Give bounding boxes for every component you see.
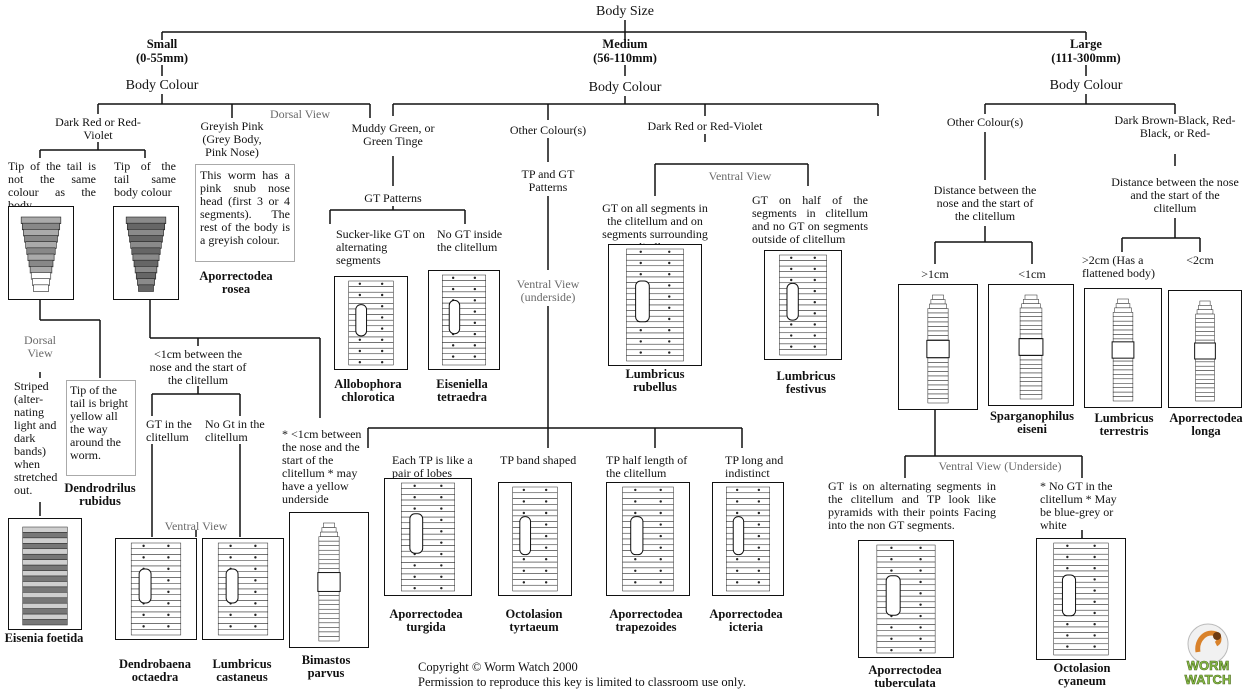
- longa-image: [1168, 290, 1242, 408]
- medium-other: Other Colour(s): [509, 123, 587, 137]
- cyaneum-name: Octolasion cyaneum: [1053, 661, 1111, 688]
- root-title: Body Size: [596, 4, 654, 19]
- rosea-description-box: This worm has a pink snub nose head (fir…: [195, 164, 295, 262]
- cyaneum-image: [1036, 538, 1126, 660]
- medium-ventral-under: Ventral View (underside): [516, 277, 580, 304]
- turgida-image: [384, 478, 472, 596]
- festivus-name: Lumbricus festivus: [776, 369, 836, 396]
- tp-half: TP half length of the clitellum: [606, 453, 688, 480]
- small-tip-not-same: Tip of the tail is not the same colour a…: [8, 159, 96, 212]
- small-greyish-pink: Greyish Pink (Grey Body, Pink Nose): [200, 119, 264, 159]
- octaedra-image: [115, 538, 197, 640]
- chlorotica-image: [334, 276, 408, 370]
- small-no-gt-in: No Gt in the clitellum: [205, 417, 265, 444]
- large-gt-alt: GT is on alternating segments in the cli…: [828, 479, 996, 532]
- medium-muddy: Muddy Green, or Green Tinge: [351, 121, 435, 148]
- medium-tp-gt-patterns: TP and GT Patterns: [521, 167, 575, 194]
- size-small-sub: Body Colour: [125, 78, 199, 93]
- medium-dark-red: Dark Red or Red-Violet: [647, 119, 763, 133]
- longa-name: Aporrectodea longa: [1169, 411, 1243, 438]
- copyright: Copyright © Worm Watch 2000: [418, 660, 578, 674]
- small-gt-in: GT in the clitellum: [146, 417, 192, 444]
- rubellus-image: [608, 244, 702, 366]
- chlorotica-name: Allobophora chlorotica: [334, 377, 402, 404]
- size-large-name: Large: [1070, 37, 1102, 51]
- size-small-name: Small: [146, 37, 178, 51]
- eiseni-name: Sparganophilus eiseni: [989, 409, 1075, 436]
- medium-gt-half: GT on half of the segments in clitellum …: [752, 193, 868, 246]
- icteria-name: Aporrectodea icteria: [709, 607, 783, 634]
- rubellus-name: Lumbricus rubellus: [625, 367, 685, 394]
- worm-tail-diff-image: [8, 206, 74, 300]
- rubidus-note-box: Tip of the tail is bright yellow all the…: [66, 380, 136, 476]
- large-other: Other Colour(s): [946, 115, 1024, 129]
- foetida-name: Eisenia foetida: [4, 631, 84, 645]
- tp-lobes: Each TP is like a pair of lobes: [392, 453, 473, 480]
- tuberculata-name: Aporrectodea tuberculata: [868, 663, 942, 690]
- medium-no-gt-inside: No GT inside the clitellum: [437, 227, 503, 254]
- small-ventral-view: Ventral View: [164, 519, 228, 533]
- octaedra-name: Dendrobaena octaedra: [118, 657, 191, 684]
- large-distance-b: Distance between the nose and the start …: [1111, 175, 1239, 215]
- logo-line1: WORM: [1187, 658, 1230, 673]
- castaneus-image: [202, 538, 284, 640]
- small-dark-red: Dark Red or Red-Violet: [55, 115, 141, 142]
- large-lt1cm: <1cm: [1018, 267, 1046, 281]
- permission: Permission to reproduce this key is limi…: [418, 675, 746, 689]
- logo-line2: WATCH: [1185, 672, 1232, 687]
- tetraedra-name: Eiseniella tetraedra: [436, 377, 488, 404]
- large-lt2cm: <2cm: [1186, 253, 1214, 267]
- tuberculata-image: [858, 540, 954, 658]
- medium-sucker: Sucker-like GT on alternating segments: [336, 227, 425, 267]
- small-tip-same: Tip of the tail same body colour: [114, 159, 176, 199]
- size-large-sub: Body Colour: [1049, 78, 1123, 93]
- large-gt1cm: >1cm: [921, 267, 949, 281]
- size-medium-sub: Body Colour: [588, 80, 662, 95]
- worm-tail-same-image: [113, 206, 179, 300]
- tp-long: TP long and indistinct: [725, 453, 784, 480]
- tp-band: TP band shaped: [500, 453, 577, 467]
- medium-ventral-view: Ventral View: [708, 169, 772, 183]
- large-no-gt-note: * No GT in the clitellum * May be blue-g…: [1040, 479, 1117, 532]
- large-ventral-under: Ventral View (Underside): [938, 459, 1062, 473]
- icteria-image: [712, 482, 784, 596]
- size-medium-range: (56-110mm): [593, 51, 657, 65]
- parvus-name: Bimastos parvus: [301, 653, 351, 680]
- rosea-description: This worm has a pink snub nose head (fir…: [200, 168, 290, 247]
- rubidus-name: Dendrodrilus rubidus: [64, 481, 136, 508]
- small-less-1cm: <1cm between the nose and the start of t…: [149, 347, 247, 387]
- size-small-range: (0-55mm): [135, 51, 189, 65]
- parvus-image: [289, 512, 369, 648]
- size-medium-name: Medium: [602, 37, 648, 51]
- small-dorsal-view-2: Dorsal View: [24, 333, 56, 360]
- small-dorsal-view: Dorsal View: [269, 107, 331, 121]
- small-striped: Striped (alter-nating light and dark ban…: [14, 379, 58, 497]
- bimastos-note: * <1cm between the nose and the start of…: [282, 427, 362, 506]
- large-gt1cm-image: [898, 284, 978, 410]
- terrestris-name: Lumbricus terrestris: [1094, 411, 1154, 438]
- foetida-image: [8, 518, 82, 630]
- large-dark-brown: Dark Brown-Black, Red-Black, or Red-: [1114, 113, 1236, 140]
- tyrtaeum-image: [498, 482, 572, 596]
- turgida-name: Aporrectodea turgida: [389, 607, 463, 634]
- rosea-name: Aporrectodea rosea: [199, 269, 273, 296]
- tyrtaeum-name: Octolasion tyrtaeum: [505, 607, 563, 634]
- large-gt2cm: >2cm (Has a flattened body): [1082, 253, 1155, 280]
- eiseni-image: [988, 284, 1074, 406]
- castaneus-name: Lumbricus castaneus: [212, 657, 272, 684]
- terrestris-image: [1084, 288, 1162, 408]
- tetraedra-image: [428, 270, 500, 370]
- festivus-image: [764, 250, 842, 360]
- large-distance-a: Distance between the nose and the start …: [933, 183, 1037, 223]
- medium-gt-patterns: GT Patterns: [364, 191, 422, 205]
- small-yellow-tip: Tip of the tail is bright yellow all the…: [70, 383, 128, 462]
- size-large-range: (111-300mm): [1051, 51, 1121, 65]
- trapezoides-name: Aporrectodea trapezoides: [609, 607, 683, 634]
- trapezoides-image: [606, 482, 690, 596]
- worm-watch-logo: WORM WATCH: [1176, 622, 1240, 688]
